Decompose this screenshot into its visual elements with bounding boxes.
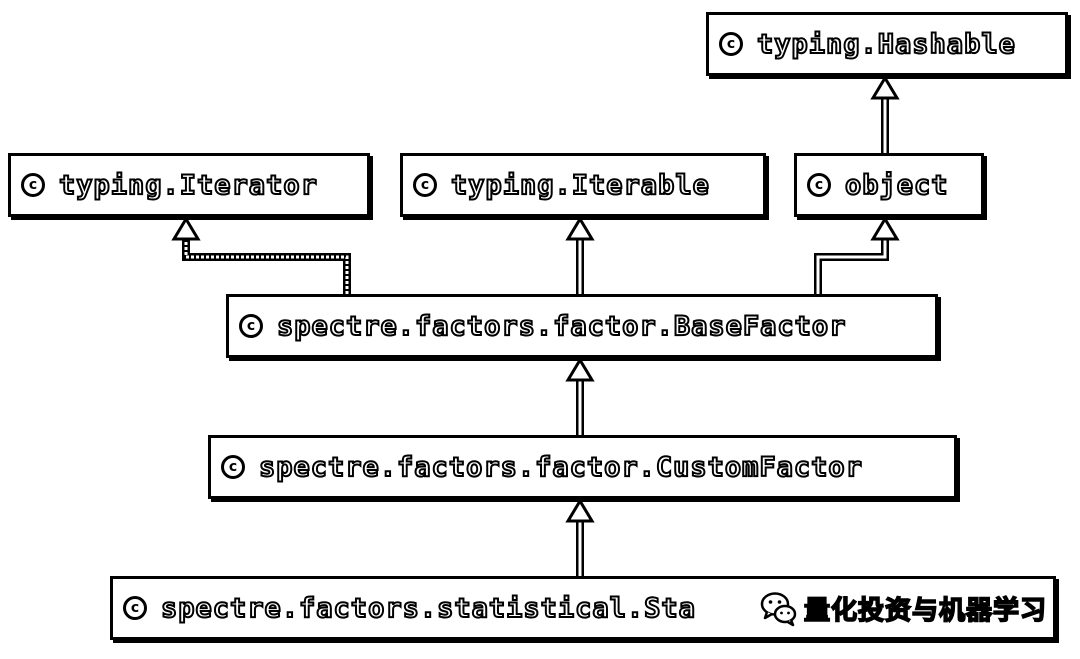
edge-base-to-iterable [565,216,595,294]
arrowhead-icon [565,498,595,523]
watermark: 量化投资与机器学习 [756,586,1054,630]
class-name: typing.Iterator [58,169,318,202]
edge-custom-to-base [565,357,595,435]
edge-base-to-object [814,216,900,294]
class-icon: c [807,173,831,197]
class-name: typing.Iterable [450,169,710,202]
wechat-icon [760,592,797,627]
class-name: typing.Hashable [756,28,1016,61]
class-node-iterable[interactable]: c typing.Iterable [400,153,766,217]
class-icon: c [413,173,437,197]
class-name: spectre.factors.factor.BaseFactor [276,310,847,343]
class-name: spectre.factors.statistical.Sta [160,592,696,625]
class-icon: c [221,455,245,479]
class-icon: c [123,596,147,620]
class-icon: c [239,314,263,338]
class-node-hashable[interactable]: c typing.Hashable [706,12,1068,76]
class-node-iterator[interactable]: c typing.Iterator [8,153,370,217]
class-name: object [844,169,949,202]
arrowhead-icon [870,75,900,100]
edge-statistical-to-custom [565,498,595,576]
class-icon: c [21,173,45,197]
arrowhead-icon [565,216,595,241]
class-node-base-factor[interactable]: c spectre.factors.factor.BaseFactor [226,294,938,358]
class-name: spectre.factors.factor.CustomFactor [258,451,863,484]
edge-base-to-iterator [171,216,351,294]
arrowhead-icon [565,357,595,382]
arrowhead-icon [870,216,900,241]
class-node-object[interactable]: c object [794,153,984,217]
class-node-custom-factor[interactable]: c spectre.factors.factor.CustomFactor [208,435,957,499]
arrowhead-icon [171,216,201,241]
edge-object-to-hashable [870,75,900,153]
class-icon: c [719,32,743,56]
watermark-text: 量化投资与机器学习 [803,595,1048,627]
